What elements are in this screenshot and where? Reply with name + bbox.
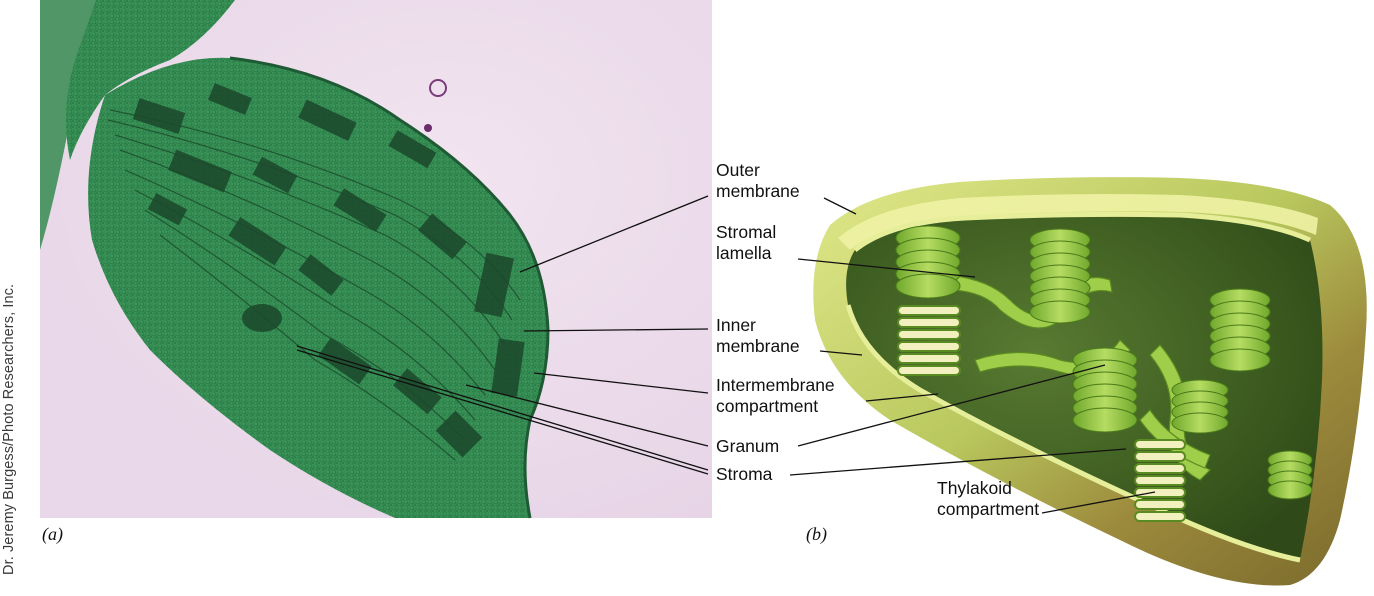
label-outer-membrane: Outer membrane <box>716 160 800 202</box>
label-intermembrane-compartment: Intermembrane compartment <box>716 375 835 417</box>
label-inner-membrane-line2: membrane <box>716 336 800 357</box>
label-stroma: Stroma <box>716 464 772 485</box>
granum-stack <box>1210 289 1270 371</box>
label-inner-membrane-line1: Inner <box>716 315 800 336</box>
illustration-panel <box>813 177 1366 585</box>
label-outer-membrane-line2: membrane <box>716 181 800 202</box>
label-granum: Granum <box>716 436 779 457</box>
sectioned-granum-right <box>1135 440 1185 521</box>
granum-stack <box>896 226 960 298</box>
label-outer-membrane-line1: Outer <box>716 160 800 181</box>
photo-credit: Dr. Jeremy Burgess/Photo Researchers, In… <box>1 155 17 575</box>
granum-stack <box>1030 229 1090 323</box>
granum-stack <box>1073 348 1137 432</box>
label-inner-membrane: Inner membrane <box>716 315 800 357</box>
label-thylakoid-line1: Thylakoid <box>937 478 1039 499</box>
label-thylakoid-line2: compartment <box>937 499 1039 520</box>
label-intermembrane-line1: Intermembrane <box>716 375 835 396</box>
granum-stack <box>1172 380 1228 433</box>
label-stromal-lamella-line2: lamella <box>716 243 776 264</box>
panel-b-label: (b) <box>806 524 827 545</box>
panel-a-label: (a) <box>42 524 63 545</box>
label-stromal-lamella-line1: Stromal <box>716 222 776 243</box>
granum-stack <box>1268 451 1312 499</box>
label-thylakoid-compartment: Thylakoid compartment <box>937 478 1039 520</box>
debris-dot <box>424 124 432 132</box>
label-intermembrane-line2: compartment <box>716 396 835 417</box>
leader-outer-membrane-b <box>824 198 856 214</box>
label-stromal-lamella: Stromal lamella <box>716 222 776 264</box>
